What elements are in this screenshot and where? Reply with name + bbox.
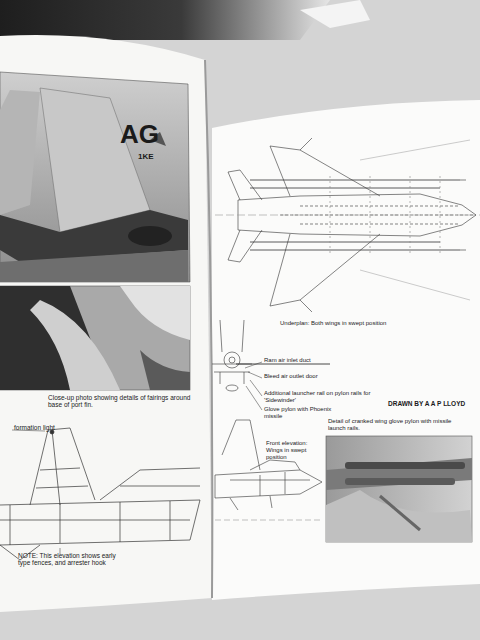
front-elevation-drawing (212, 320, 330, 391)
part-label: Bleed air outlet door (264, 373, 364, 380)
fin-elevation (0, 428, 200, 560)
part-label: Additional launcher rail on pylon rails … (264, 390, 384, 404)
note: NOTE: This elevation shows early type fe… (18, 552, 128, 567)
dark-cloth (0, 0, 330, 40)
tail-code: AG (120, 120, 170, 150)
view-label: Underplan: Both wings in swept position (280, 320, 390, 327)
photo-caption: Close-up photo showing details of fairin… (48, 394, 198, 409)
fairing-photo (0, 286, 190, 390)
right-page (212, 100, 480, 600)
part-label: Ram air inlet duct (264, 357, 364, 364)
spine (205, 60, 212, 598)
leader-lines (60, 362, 262, 554)
part-label: Glove pylon with Phoenix missile (264, 406, 334, 420)
part-label: formation light (14, 424, 94, 431)
photo-caption: Detail of cranked wing glove pylon with … (328, 418, 468, 432)
side-elevation-drawing (215, 420, 322, 520)
pylon-photo (326, 436, 472, 542)
paper-scrap (300, 0, 370, 28)
tail-photo (0, 72, 190, 282)
credit: DRAWN BY A A P LLOYD (388, 400, 476, 407)
view-label: Front elevation: Wings in swept position (266, 440, 324, 461)
left-page (0, 35, 212, 612)
tail-number: 1KE (138, 152, 168, 161)
underplan-drawing (215, 138, 480, 312)
